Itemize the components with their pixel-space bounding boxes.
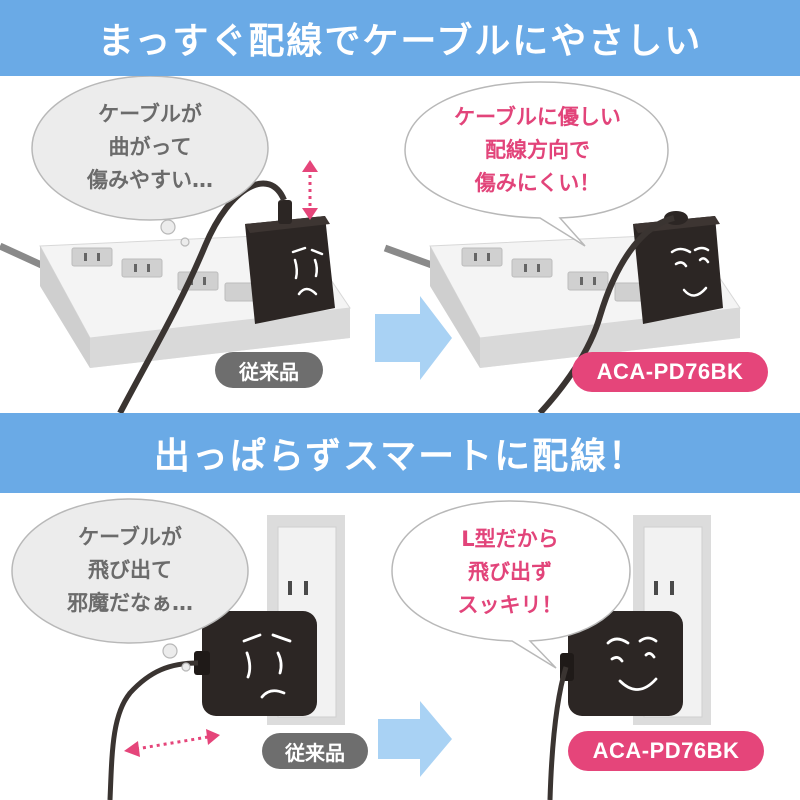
bubble-text-left: ケーブルが 曲がって 傷みやすい… [87,102,213,192]
section1-title: まっすぐ配線でケーブルにやさしい [97,21,703,62]
double-arrow-icon [124,729,220,757]
bubble-text-left: ケーブルが 飛び出て 邪魔だなぁ… [67,525,193,615]
arrow-right-icon [378,701,452,777]
section1-illustration [0,76,741,413]
section2-title-banner: 出っぱらずスマートに配線！ [0,413,800,493]
section2-panel: ケーブルが 飛び出て 邪魔だなぁ… L型だから 飛び出ず スッキリ！ 従来品 A… [0,493,800,800]
label-conventional: 従来品 [262,733,368,769]
speech-bubble-left [31,76,269,247]
label-conventional: 従来品 [215,352,323,388]
section2-title: 出っぱらずスマートに配線！ [153,436,647,477]
bubble-text-right: L型だから 飛び出ず スッキリ！ [457,527,563,617]
cable-right [547,666,569,800]
cable-right [537,215,675,413]
speech-bubble-right [391,500,631,669]
section2-illustration [11,498,711,800]
charger-left [194,611,317,716]
label-product: ACA-PD76BK [572,352,768,392]
section1-panel: ケーブルが 曲がって 傷みやすい… ケーブルに優しい 配線方向で 傷みにくい！ … [0,76,800,413]
double-arrow-icon [302,160,318,220]
speech-bubble-left [11,498,249,672]
charger-left [245,200,335,324]
label-product: ACA-PD76BK [568,731,764,771]
charger-right [633,211,723,324]
cable-left [107,660,199,800]
speech-bubble-right [404,81,669,247]
arrow-right-icon [375,296,452,380]
section1-title-banner: まっすぐ配線でケーブルにやさしい [0,0,800,76]
bubble-text-right: ケーブルに優しい 配線方向で 傷みにくい！ [454,105,621,195]
cable-left [117,180,287,413]
charger-right [560,611,683,716]
